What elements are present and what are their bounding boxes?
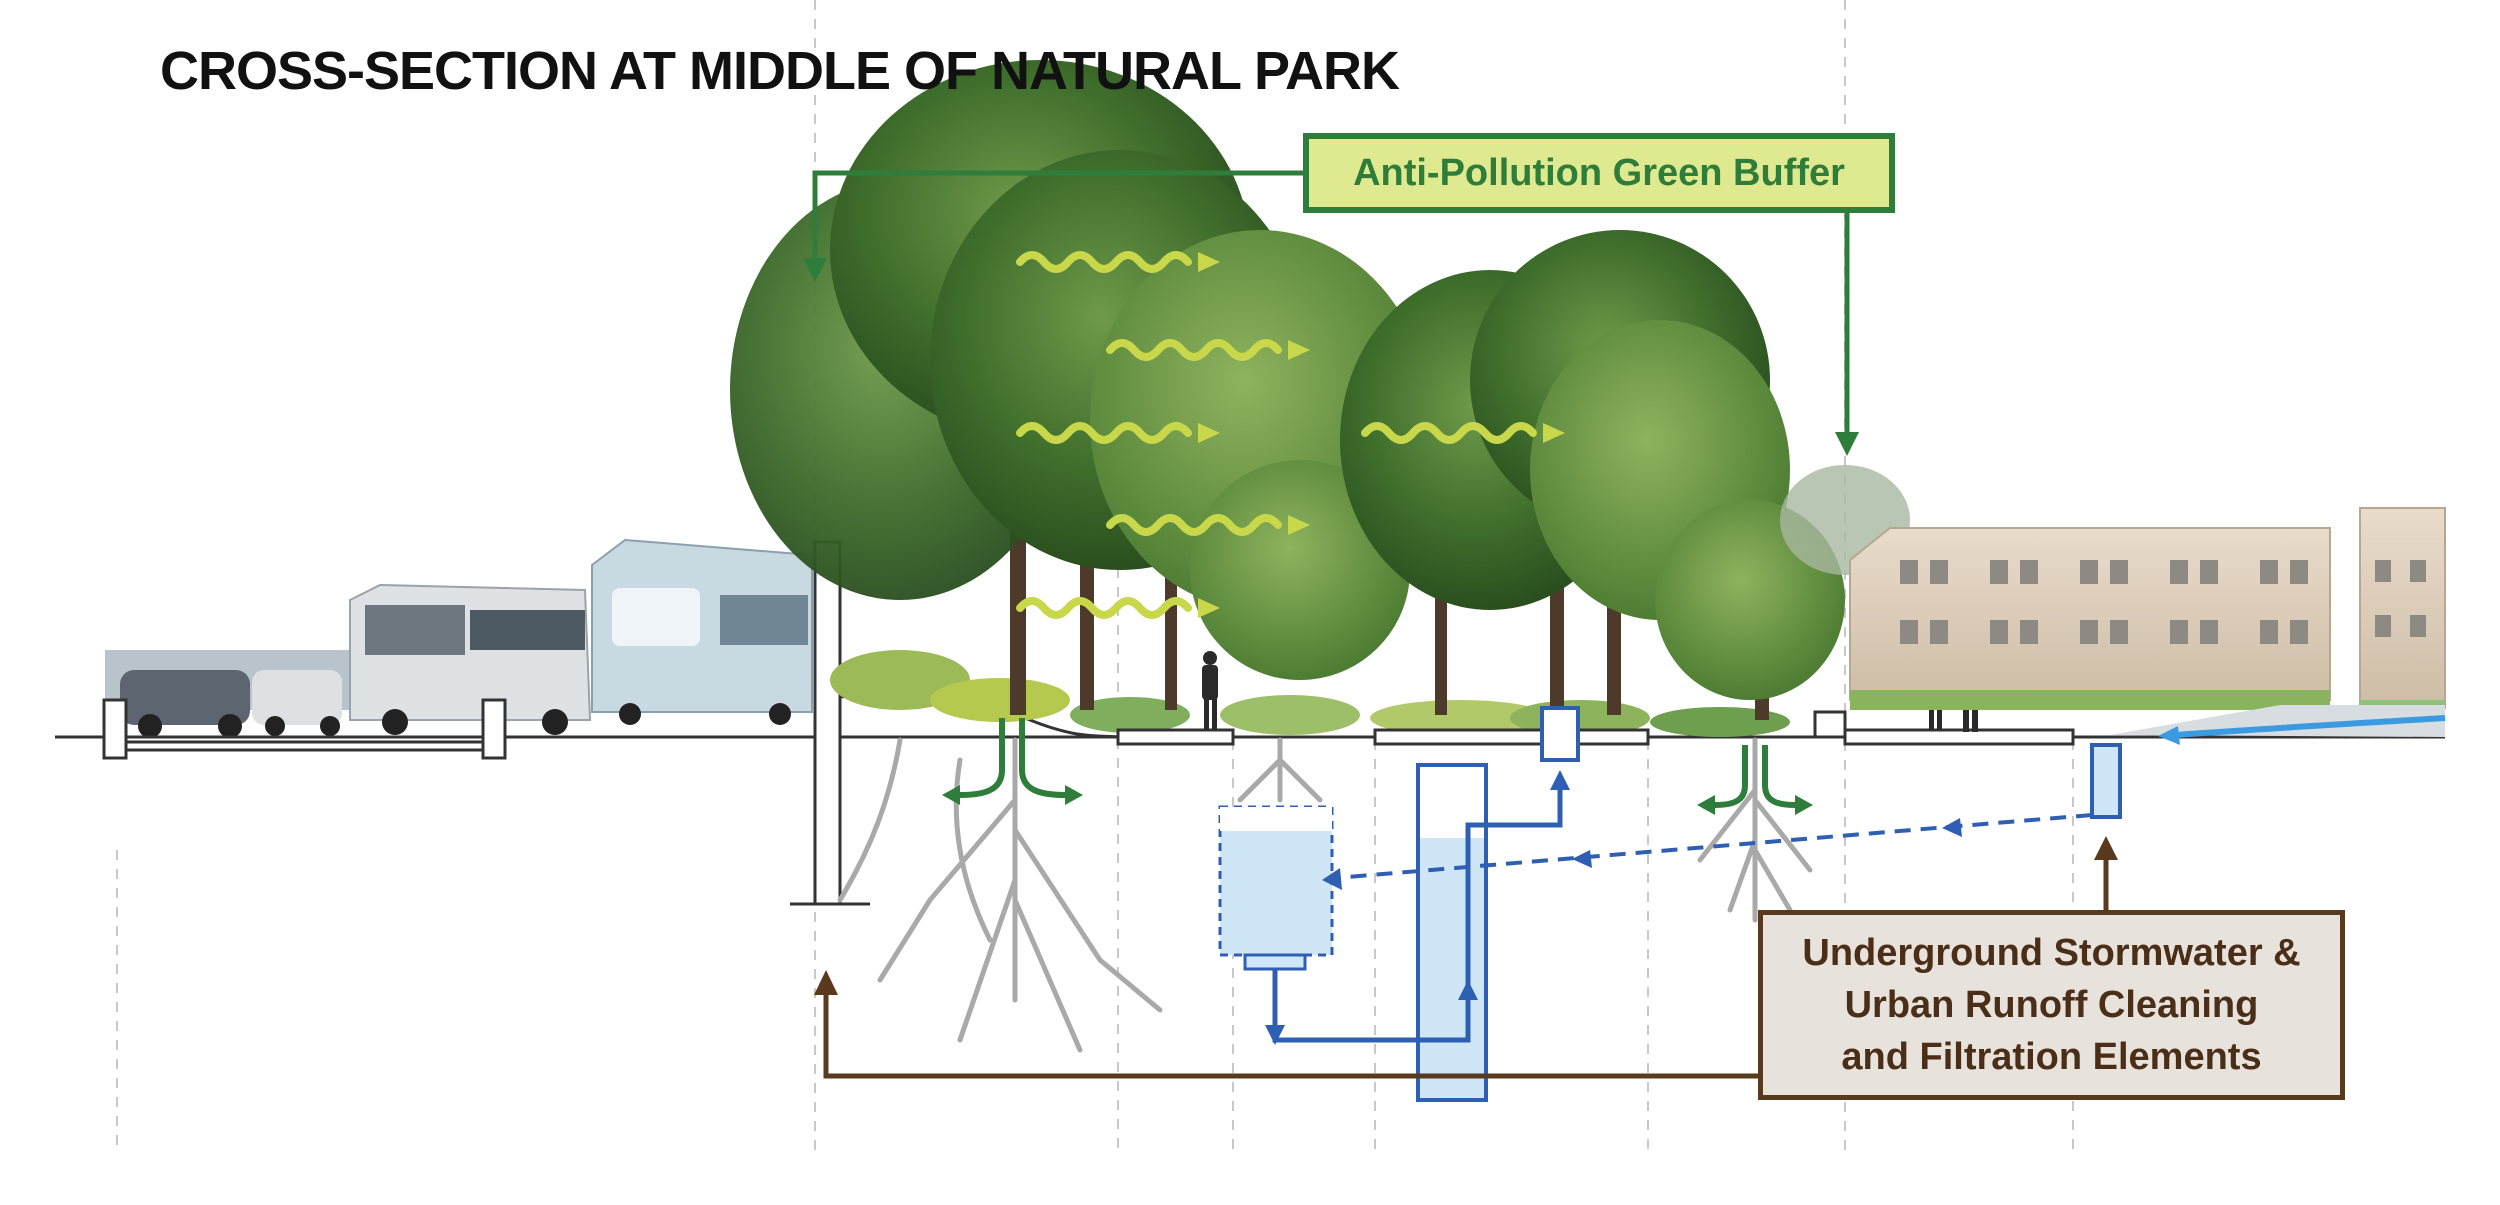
green-buffer-label: Anti-Pollution Green Buffer <box>1303 133 1895 213</box>
stormwater-label: Underground Stormwater & Urban Runoff Cl… <box>1758 910 2345 1100</box>
stormwater-text-line-1: Underground Stormwater & <box>1802 932 2301 974</box>
undergrowth <box>830 650 1790 737</box>
road-trench <box>102 698 507 760</box>
root-arrowheads <box>942 785 1813 815</box>
green-buffer-arrowheads <box>803 258 1859 456</box>
surface-runoff-arrow <box>2174 715 2446 738</box>
tree-roots <box>837 737 1813 1053</box>
diagram-title: CROSS-SECTION AT MIDDLE OF NATURAL PARK <box>160 41 1400 101</box>
pollution-waves <box>1016 251 1537 619</box>
green-buffer-leaders <box>812 170 1850 435</box>
parking-and-bus-area <box>105 538 813 738</box>
residential-buildings <box>1849 507 2446 737</box>
root-uptake-arrows <box>959 718 1796 808</box>
stormwater-leader-arrowheads <box>814 836 2118 995</box>
stormwater-text-line-3: and Filtration Elements <box>1841 1036 2262 1078</box>
stormwater-leaders <box>823 855 2109 1079</box>
stormwater-text-line-2: Urban Runoff Cleaning <box>1844 984 2259 1026</box>
green-buffer-text: Anti-Pollution Green Buffer <box>1353 151 1845 194</box>
stormwater-arrowheads <box>1265 770 1962 1045</box>
pollution-arrowheads <box>1198 252 1565 618</box>
